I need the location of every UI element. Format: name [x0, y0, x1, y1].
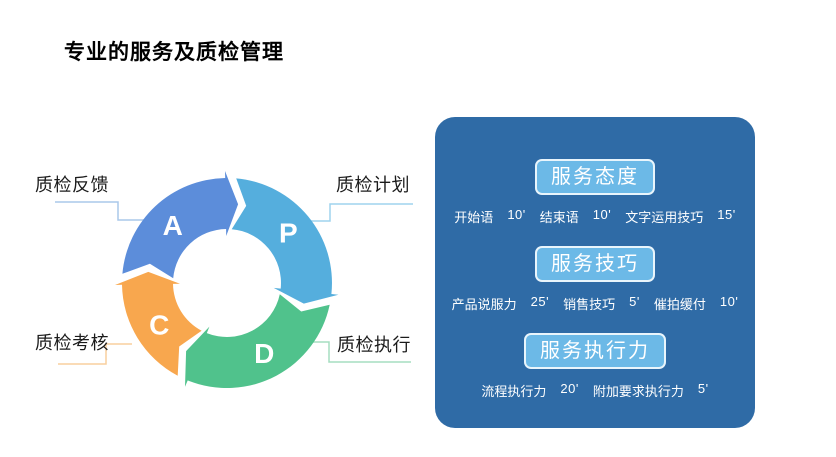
connector-line-p [306, 203, 413, 222]
stat-value: 10' [507, 207, 526, 222]
cycle-label-p: 质检计划 [336, 175, 410, 195]
stat-value: 15' [717, 207, 736, 222]
cycle-letter-a: A [163, 210, 183, 241]
stat-value: 20' [560, 381, 579, 396]
cycle-segment-p [231, 178, 339, 304]
section-stat-line: 产品说服力 25' 销售技巧 5' 催拍缓付 10' [435, 294, 755, 313]
section-heading-badge: 服务态度 [535, 159, 655, 195]
stat-item: 结束语 10' [540, 207, 611, 226]
pdca-cycle-diagram: P D C A [55, 171, 413, 389]
slide-title: 专业的服务及质检管理 [64, 41, 284, 64]
stat-item: 产品说服力 25' [452, 294, 549, 313]
cycle-label-a: 质检反馈 [35, 175, 109, 195]
stat-item: 开始语 10' [454, 207, 525, 226]
score-panel: 服务态度开始语 10' 结束语 10' 文字运用技巧 15' 服务技巧产品说服力 25' 销售技… [435, 117, 755, 428]
section-heading-badge: 服务技巧 [535, 246, 655, 282]
cycle-label-c: 质检考核 [35, 333, 109, 353]
stat-value: 10' [592, 207, 612, 222]
stat-name: 产品说服力 [451, 297, 517, 312]
stat-item: 催拍缓付 10' [654, 294, 738, 313]
stat-name: 结束语 [539, 210, 579, 225]
stat-value: 10' [719, 294, 739, 309]
cycle-label-d: 质检执行 [337, 335, 411, 355]
stat-name: 流程执行力 [481, 384, 547, 399]
stat-name: 开始语 [454, 210, 494, 225]
section-heading-badge: 服务执行力 [524, 333, 666, 369]
connector-line-d [310, 341, 411, 363]
stat-item: 文字运用技巧 15' [625, 207, 735, 226]
cycle-letter-c: C [149, 310, 169, 341]
stat-name: 文字运用技巧 [625, 210, 704, 225]
connector-line-a [55, 201, 151, 221]
cycle-letter-d: D [254, 338, 274, 369]
cycle-letter-p: P [279, 217, 298, 248]
cycle-segment-d [185, 294, 330, 389]
cycle-segment-a [122, 171, 239, 279]
stat-value: 25' [530, 294, 550, 309]
stat-item: 流程执行力 20' [481, 381, 578, 400]
cycle-segment-c [115, 271, 202, 376]
stat-name: 销售技巧 [563, 297, 616, 312]
connector-line-c [58, 343, 132, 365]
stat-value: 5' [697, 381, 709, 396]
stat-value: 5' [629, 294, 640, 309]
stat-item: 附加要求执行力 5' [593, 381, 709, 400]
stat-item: 销售技巧 5' [563, 294, 640, 313]
stat-name: 催拍缓付 [653, 297, 706, 312]
section-stat-line: 流程执行力 20' 附加要求执行力 5' [435, 381, 755, 400]
stat-name: 附加要求执行力 [592, 384, 684, 399]
section-stat-line: 开始语 10' 结束语 10' 文字运用技巧 15' [435, 207, 755, 226]
